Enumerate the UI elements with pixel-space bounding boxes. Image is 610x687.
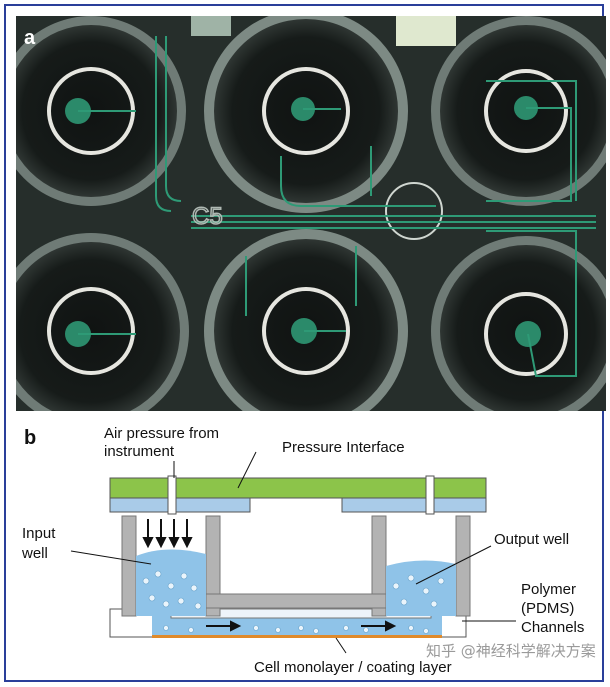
output-well-right-wall bbox=[455, 515, 471, 617]
leader-lines bbox=[70, 451, 516, 654]
well-bottom-left bbox=[16, 233, 189, 411]
panel-a-label: a bbox=[24, 27, 36, 49]
panel-b-schematic: b bbox=[21, 425, 596, 676]
input-well-label-line1: Input bbox=[22, 525, 56, 542]
pressure-interface-plate bbox=[109, 477, 487, 499]
cell-particles bbox=[142, 570, 445, 634]
flow-arrows bbox=[206, 620, 397, 632]
well-top-center bbox=[204, 16, 408, 213]
bridge-floor bbox=[205, 593, 387, 609]
cell-coating-layer bbox=[152, 635, 442, 638]
well-bottom-right bbox=[431, 236, 606, 411]
gap-highlight bbox=[191, 16, 231, 36]
pressure-arrows bbox=[142, 519, 193, 549]
air-pressure-label-line2: instrument bbox=[104, 443, 175, 460]
microfluidic-channels bbox=[78, 36, 596, 377]
cell-monolayer-label: Cell monolayer / coating layer bbox=[254, 659, 452, 676]
gap-highlight bbox=[396, 16, 456, 46]
polymer-label-line2: (PDMS) bbox=[521, 600, 574, 617]
interface-gasket-right bbox=[341, 497, 487, 513]
air-port-right bbox=[425, 475, 435, 515]
well-top-right bbox=[431, 16, 606, 206]
panel-b-label: b bbox=[24, 427, 36, 449]
chip-marking: C5 bbox=[192, 203, 223, 230]
output-well-label: Output well bbox=[494, 531, 569, 548]
figure-frame: C5 a b bbox=[4, 4, 606, 682]
interface-gasket-left bbox=[109, 497, 251, 513]
input-well-left-wall bbox=[121, 515, 137, 617]
air-port-left bbox=[167, 475, 177, 515]
alignment-circle bbox=[385, 182, 443, 240]
air-pressure-label-line1: Air pressure from bbox=[104, 425, 219, 442]
pressure-interface-label: Pressure Interface bbox=[282, 439, 405, 456]
polymer-label-line3: Channels bbox=[521, 619, 584, 636]
polymer-label-line1: Polymer bbox=[521, 581, 576, 598]
watermark: 知乎 @神经科学解决方案 bbox=[426, 642, 596, 660]
input-well-label-line2: well bbox=[21, 545, 48, 562]
panel-a-photo: C5 a bbox=[16, 16, 606, 411]
